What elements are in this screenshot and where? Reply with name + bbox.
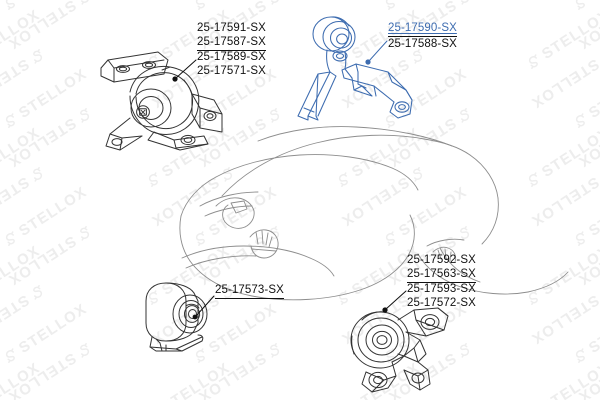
part-number-25-17591-sx[interactable]: 25-17591-SX [197, 22, 266, 34]
part-number-25-17588-sx[interactable]: 25-17588-SX [388, 37, 457, 50]
label-rule [197, 49, 266, 51]
label-rule [407, 281, 476, 283]
part-number-25-17589-sx[interactable]: 25-17589-SX [197, 51, 266, 64]
part-number-25-17572-sx[interactable]: 25-17572-SX [407, 296, 476, 309]
part-number-25-17593-sx[interactable]: 25-17593-SX [407, 283, 476, 296]
part-transmission-mount-bracket [342, 292, 456, 398]
part-number-25-17573-sx[interactable]: 25-17573-SX [215, 284, 284, 296]
part-number-25-17563-sx[interactable]: 25-17563-SX [407, 267, 476, 280]
part-engine-mount-bracket-upper-left [96, 40, 228, 152]
label-group-bottom-right: 25-17592-SX 25-17563-SX 25-17593-SX 25-1… [407, 254, 476, 310]
label-rule [215, 298, 284, 300]
part-number-25-17571-sx[interactable]: 25-17571-SX [197, 64, 266, 77]
label-group-top-left: 25-17591-SX 25-17587-SX 25-17589-SX 25-1… [197, 22, 266, 78]
part-number-25-17592-sx[interactable]: 25-17592-SX [407, 254, 476, 266]
label-group-top-right: 25-17590-SX 25-17588-SX [388, 22, 457, 51]
part-number-25-17590-sx[interactable]: 25-17590-SX [388, 22, 457, 34]
part-number-25-17587-sx[interactable]: 25-17587-SX [197, 35, 266, 48]
label-rule [388, 36, 457, 38]
part-engine-mount-torque-rod [296, 12, 416, 124]
label-group-bottom-left: 25-17573-SX [215, 284, 284, 300]
